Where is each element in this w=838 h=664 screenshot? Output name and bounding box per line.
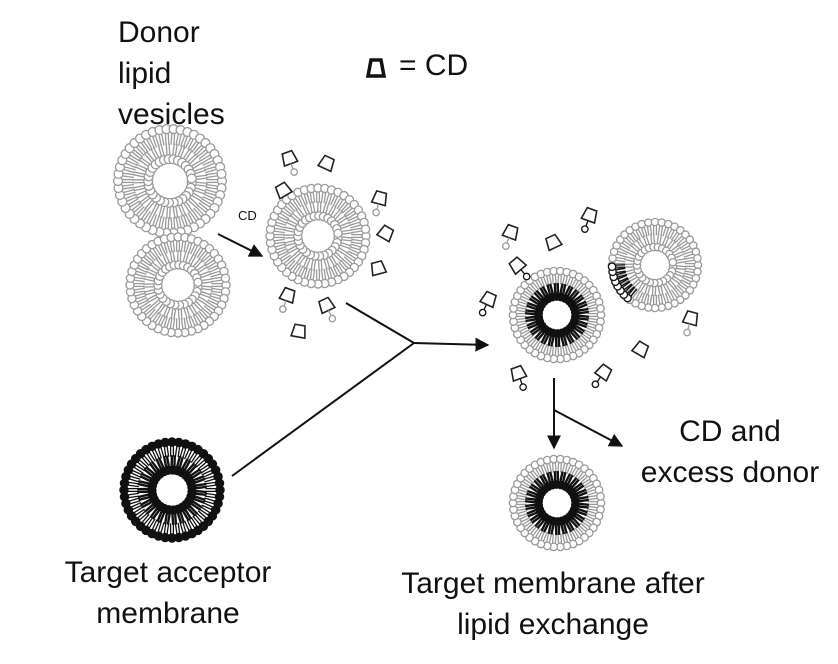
exchange-vesicle-mixed [508,266,606,364]
cyclodextrin-icon [370,259,388,277]
cyclodextrin-icon [316,154,336,173]
cyclodextrin-icon [580,206,598,233]
cd-addition-arrow [217,233,264,257]
cd-excess-line-2: excess donor [640,456,820,489]
cyclodextrin-icon [289,323,306,340]
cd-arrow-label: CD [238,208,257,224]
cd-arrow-text: CD [238,208,257,223]
vesicles [112,124,703,552]
cyclodextrin-icon [681,309,699,337]
cyclodextrin-legend-icon [365,58,387,78]
legend-label: = CD [399,45,468,86]
cyclodextrin-icon [510,364,528,391]
merge-lines [231,302,490,477]
cyclodextrin-icon [508,256,531,281]
target-after-line-2: lipid exchange [457,608,649,641]
target-acceptor-line-2: membrane [96,597,240,630]
donor-label-line-1: Donor [118,16,200,49]
donor-label-line-3: vesicles [118,98,225,131]
cyclodextrin-icon [591,363,613,389]
donor-label: Donor lipid vesicles [118,12,225,135]
target-acceptor-label: Target acceptor membrane [38,552,298,634]
acceptor-vesicle [119,437,225,543]
cyclodextrin-icon [274,181,294,200]
cyclodextrin-icon [370,189,388,217]
cyclodextrin-icon [281,149,299,176]
cd-excess-label: CD and excess donor [630,411,830,493]
donor-vesicle-with-cd [265,183,371,289]
cyclodextrin-molecules [274,149,699,391]
donor-vesicle-2 [125,232,231,338]
donor-vesicle-after [607,217,703,313]
cyclodextrin-icon [501,223,519,250]
legend-text: = CD [399,49,469,82]
donor-label-line-2: lipid [118,57,172,90]
target-after-line-1: Target membrane after [401,567,705,600]
cyclodextrin-icon [317,296,337,323]
cd-excess-line-1: CD and [679,415,781,448]
cyclodextrin-icon [278,286,296,313]
separation-arrows [547,378,624,450]
target-acceptor-line-1: Target acceptor [64,556,272,589]
cyclodextrin-icon [630,340,650,359]
donor-vesicle-1 [112,124,228,238]
cyclodextrin-icon [544,233,564,252]
cyclodextrin-icon [375,224,395,243]
target-after-label: Target membrane after lipid exchange [368,563,738,645]
cyclodextrin-icon [478,290,498,317]
target-after-vesicle [508,454,606,552]
